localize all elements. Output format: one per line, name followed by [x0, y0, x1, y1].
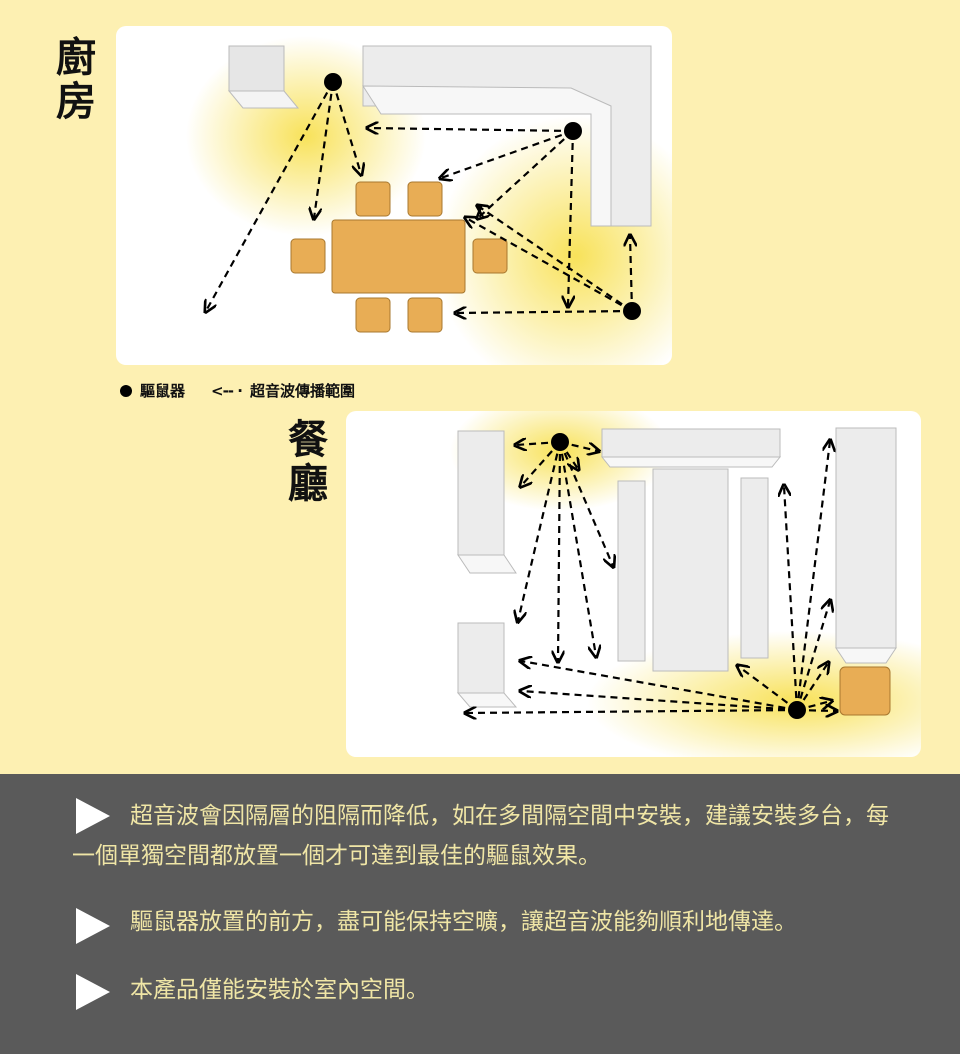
- sensor-dot-icon: [120, 384, 132, 397]
- ultrasonic-arrow: [521, 661, 798, 712]
- kitchen-cabinet: [227, 45, 300, 109]
- ultrasonic-arrow: [784, 486, 799, 711]
- ultrasonic-arrow: [478, 130, 574, 218]
- ultrasonic-arrow: [456, 311, 633, 313]
- note-2: 驅鼠器放置的前方，盡可能保持空曠，讓超音波能夠順利地傳達。: [130, 909, 797, 935]
- kitchen-counter: [362, 45, 652, 227]
- ultrasonic-arrow: [558, 441, 596, 656]
- ultrasonic-arrow: [796, 663, 828, 711]
- sensor-dot: [324, 73, 342, 91]
- note-3: 本產品僅能安裝於室內空間。: [130, 977, 429, 1003]
- ultrasonic-arrow: [314, 81, 335, 218]
- sensor-dot: [788, 701, 806, 719]
- ultrasonic-arrow: [795, 601, 830, 711]
- bullet-triangle-icon: [76, 974, 110, 1010]
- sensor-dot: [623, 302, 641, 320]
- ultrasonic-arrow: [558, 441, 560, 661]
- legend: 驅鼠器 <‑‑ · 超音波傳播範圍: [120, 380, 355, 401]
- notes-section: 超音波會因隔層的阻隔而降低，如在多間隔空間中安裝，建議安裝多台，每一個單獨空間都…: [0, 774, 960, 1054]
- kitchen-label: 廚房: [49, 36, 95, 124]
- legend-range: 超音波傳播範圍: [249, 382, 355, 400]
- ultrasonic-arrow: [795, 441, 830, 711]
- ultrasonic-arrow: [521, 691, 798, 712]
- ultrasonic-arrow: [368, 128, 574, 131]
- bullet-triangle-icon: [76, 798, 110, 834]
- furniture: [456, 427, 897, 708]
- ultrasonic-arrow: [206, 81, 334, 311]
- chair: [839, 666, 891, 716]
- dining-diagram: [346, 411, 921, 757]
- kitchen-diagram: [116, 26, 672, 365]
- ultrasonic-arrow: [521, 441, 561, 486]
- dining-table: [290, 181, 508, 333]
- dashed-arrow-icon: <‑‑ ·: [211, 381, 243, 400]
- ultrasonic-arrow: [738, 666, 798, 711]
- legend-sensor: 驅鼠器: [140, 382, 186, 400]
- note-1: 超音波會因隔層的阻隔而降低，如在多間隔空間中安裝，建議安裝多台，每一個單獨空間都…: [72, 803, 889, 869]
- ultrasonic-arrow: [331, 81, 361, 174]
- sensor-dot: [564, 122, 582, 140]
- ultrasonic-arrow: [630, 236, 632, 312]
- ultrasonic-arrow: [518, 441, 562, 621]
- bullet-triangle-icon: [76, 908, 110, 944]
- ultrasonic-arrow: [466, 218, 633, 312]
- ultrasonic-arrow: [516, 442, 561, 445]
- ultrasonic-arrow: [558, 441, 613, 566]
- sensor-dot: [551, 433, 569, 451]
- dining-label: 餐廳: [281, 418, 327, 506]
- ultrasonic-arrow: [568, 130, 573, 306]
